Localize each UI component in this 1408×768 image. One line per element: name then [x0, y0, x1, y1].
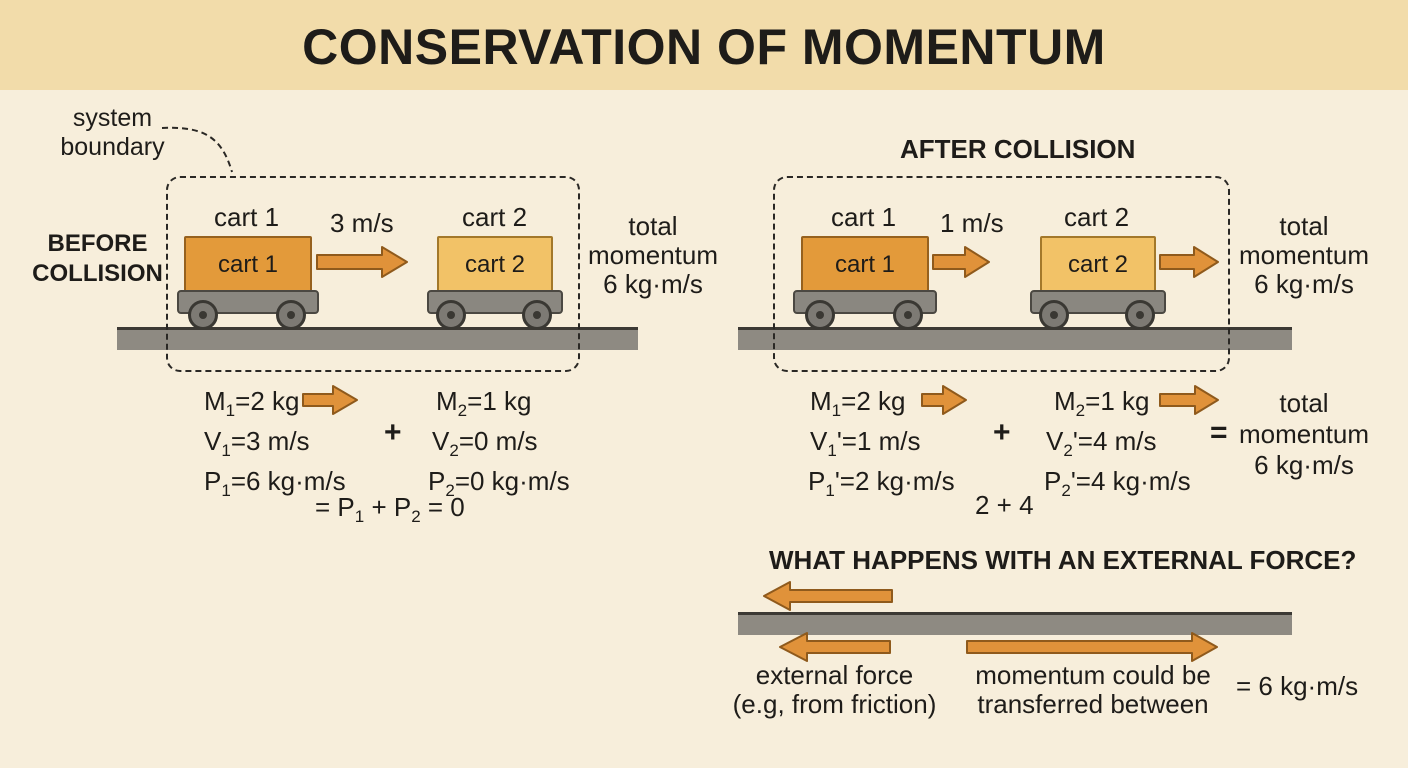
after-eq-total-line2: momentum: [1238, 419, 1370, 449]
after-cart2-label: cart 2: [1064, 202, 1130, 232]
before-velocity-label: 3 m/s: [330, 208, 394, 238]
before-sum-equation: = P1 + P2 = 0: [315, 492, 465, 527]
after-p2: P2'=4 kg·m/s: [1044, 466, 1191, 500]
external-heading: WHAT HAPPENS WITH AN EXTERNAL FORCE?: [769, 545, 1357, 575]
after-p1: P1'=2 kg·m/s: [808, 466, 955, 500]
external-force-label: external force (e.g, from friction): [722, 661, 947, 719]
before-heading-line2: COLLISION: [32, 260, 163, 287]
after-equals-sign: =: [1210, 416, 1228, 449]
before-total-line2: momentum: [587, 240, 719, 270]
after-cart1-wheel-left: [805, 300, 835, 330]
after-cart1-label: cart 1: [831, 202, 897, 232]
before-cart1-label: cart 1: [214, 202, 280, 232]
after-cart2-equations: M2=1 kg V2'=4 m/s P2'=4 kg·m/s: [1044, 386, 1191, 506]
system-boundary-label: system boundary: [55, 104, 170, 162]
before-cart1-box: cart 1: [184, 236, 312, 294]
before-heading-line1: BEFORE: [47, 230, 148, 257]
momentum-transfer-arrow: [966, 632, 1218, 662]
external-force-line1: external force: [755, 660, 914, 690]
before-total-momentum: total momentum 6 kg·m/s: [583, 212, 723, 299]
after-cart2-wheel-right: [1125, 300, 1155, 330]
system-boundary-before: [166, 176, 580, 372]
after-eq-total-line1: total: [1279, 388, 1329, 418]
ground-before: [117, 327, 638, 350]
after-plus-sign: +: [993, 416, 1011, 449]
momentum-transfer-label: momentum could be transferred between: [966, 661, 1220, 719]
transfer-line2: transferred between: [977, 689, 1209, 719]
before-plus-sign: +: [384, 416, 402, 449]
after-heading: AFTER COLLISION: [900, 134, 1136, 164]
after-v2: V2'=4 m/s: [1046, 426, 1157, 460]
before-cart1-equations: M1=2 kg V1=3 m/s P1=6 kg·m/s: [204, 386, 346, 506]
after-velocity-label: 1 m/s: [940, 208, 1004, 238]
ground-external: [738, 612, 1292, 635]
system-boundary-pointer: [161, 126, 233, 173]
after-eq-total-line3: 6 kg·m/s: [1254, 450, 1354, 480]
before-total-line1: total: [628, 211, 678, 241]
transfer-line1: momentum could be: [975, 660, 1211, 690]
before-total-line3: 6 kg·m/s: [603, 269, 703, 299]
before-cart1-wheel-left: [188, 300, 218, 330]
after-total-line3: 6 kg·m/s: [1254, 269, 1354, 299]
after-v1: V1'=1 m/s: [810, 426, 921, 460]
after-cart1-wheel-right: [893, 300, 923, 330]
system-boundary-after: [773, 176, 1230, 372]
after-m1: M1=2 kg: [810, 386, 906, 420]
before-heading: BEFORE COLLISION: [30, 229, 165, 289]
before-m2: M2=1 kg: [436, 386, 532, 420]
after-m2: M2=1 kg: [1054, 386, 1150, 420]
before-p1: P1=6 kg·m/s: [204, 466, 346, 500]
before-cart2-equations: M2=1 kg V2=0 m/s P2=0 kg·m/s: [428, 386, 570, 506]
before-cart1-wheel-right: [276, 300, 306, 330]
after-total-momentum: total momentum 6 kg·m/s: [1234, 212, 1374, 299]
after-equation-total: total momentum 6 kg·m/s: [1234, 388, 1374, 481]
after-cart2-wheel-left: [1039, 300, 1069, 330]
external-force-arrow: [779, 632, 891, 662]
velocity-arrow-before: [316, 246, 408, 278]
title-banner: [0, 0, 1408, 90]
velocity-arrow-after-cart2: [1159, 246, 1219, 278]
mass-arrow-before-cart1: [302, 385, 358, 415]
after-cart2-box: cart 2: [1040, 236, 1156, 294]
after-cart1-equations: M1=2 kg V1'=1 m/s P1'=2 kg·m/s: [808, 386, 955, 506]
system-boundary-line2: boundary: [60, 133, 165, 161]
before-cart2-box: cart 2: [437, 236, 553, 294]
page-title: CONSERVATION OF MOMENTUM: [302, 19, 1106, 75]
before-cart2-wheel-left: [436, 300, 466, 330]
before-m1: M1=2 kg: [204, 386, 300, 420]
before-cart2-wheel-right: [522, 300, 552, 330]
after-sum-equation: 2 + 4: [975, 490, 1034, 520]
before-cart2-label: cart 2: [462, 202, 528, 232]
after-total-line2: momentum: [1238, 240, 1370, 270]
mass-arrow-after-cart1: [921, 385, 967, 415]
external-arrow-top: [763, 581, 893, 611]
mass-arrow-after-cart2: [1159, 385, 1219, 415]
after-total-line1: total: [1279, 211, 1329, 241]
before-v2: V2=0 m/s: [432, 426, 538, 460]
external-result: = 6 kg·m/s: [1236, 671, 1359, 701]
ground-after: [738, 327, 1292, 350]
before-v1: V1=3 m/s: [204, 426, 310, 460]
velocity-arrow-after-cart1: [932, 246, 990, 278]
system-boundary-line1: system: [72, 104, 153, 132]
before-p2: P2=0 kg·m/s: [428, 466, 570, 500]
after-cart1-box: cart 1: [801, 236, 929, 294]
external-force-line2: (e.g, from friction): [732, 689, 937, 719]
